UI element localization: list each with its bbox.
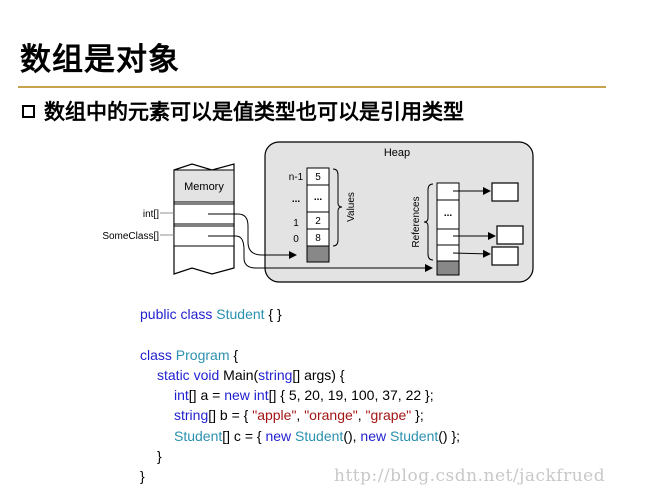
code-text: [] b = { <box>208 407 253 424</box>
references-brace <box>423 183 434 261</box>
code-text: , <box>357 407 366 424</box>
watermark: http://blog.csdn.net/jackfrued <box>334 466 606 486</box>
code-text: { } <box>264 306 282 322</box>
index-0: 0 <box>293 234 299 245</box>
code-keyword: int <box>174 387 189 404</box>
code-line: public class Student { } <box>140 304 460 324</box>
code-text: [] c = { <box>222 427 266 444</box>
code-text: [] a = <box>188 387 225 404</box>
code-line: } <box>140 446 460 466</box>
bullet-text: 数组中的元素可以是值类型也可以是引用类型 <box>44 100 464 124</box>
ref-cell-mid <box>436 228 460 246</box>
code-keyword: new <box>265 427 292 444</box>
bullet-square-icon <box>22 105 35 118</box>
code-keyword: string <box>258 366 293 383</box>
index-1: 1 <box>293 218 299 229</box>
code-line: } <box>140 466 460 486</box>
ref-arrow-3 <box>452 249 491 258</box>
code-keyword: class <box>180 306 213 322</box>
code-type: Student <box>216 306 265 322</box>
value-cell-header <box>306 245 330 263</box>
code-string: "grape" <box>365 407 412 424</box>
value-cell-top-text: 5 <box>315 172 321 183</box>
code-text: } <box>140 468 145 485</box>
code-keyword: new <box>360 427 387 444</box>
code-line: string[] b = { "apple", "orange", "grape… <box>140 405 460 425</box>
values-label: Values <box>346 192 357 222</box>
code-type: Student <box>295 427 344 444</box>
code-keyword: new <box>224 387 250 404</box>
int-array-label: int[] <box>143 209 159 220</box>
value-cell-dots-text: ... <box>314 192 323 203</box>
heap-region <box>264 141 534 283</box>
ref-cell-dots-text: ... <box>444 208 453 219</box>
value-cell-bottom-text: 8 <box>315 233 321 244</box>
code-keyword: void <box>193 366 220 383</box>
ref-cell-header <box>436 260 460 276</box>
code-keyword: public <box>140 306 177 322</box>
ref-object-1 <box>491 182 519 202</box>
ref-object-2 <box>496 225 524 245</box>
int-pointer-arrow <box>208 213 297 259</box>
code-text: (), <box>343 427 361 444</box>
code-text: [] { 5, 20, 19, 100, 37, 22 }; <box>268 387 434 404</box>
code-string: "apple" <box>252 407 297 424</box>
code-block: public class Student { } class Program {… <box>140 304 460 487</box>
index-n1: n-1 <box>289 172 304 183</box>
ref-object-3 <box>491 246 519 266</box>
memory-label: Memory <box>184 181 224 193</box>
someclass-array-label: SomeClass[] <box>102 231 159 242</box>
code-keyword: static <box>157 366 190 383</box>
code-text: }; <box>411 407 424 424</box>
code-text: [] args) { <box>292 366 345 383</box>
code-line: Student[] c = { new Student(), new Stude… <box>140 426 460 446</box>
value-cell-mid-text: 2 <box>315 216 321 227</box>
code-text: , <box>296 407 305 424</box>
code-type: Program <box>175 346 230 363</box>
code-line: static void Main(string[] args) { <box>140 365 460 385</box>
title-divider <box>18 86 606 88</box>
code-string: "orange" <box>304 407 358 424</box>
code-keyword: class <box>140 346 172 363</box>
code-line: class Program { <box>140 345 460 365</box>
memory-header <box>173 169 235 203</box>
index-dots: ... <box>292 194 301 205</box>
values-brace <box>332 168 343 247</box>
someclass-pointer-arrow <box>208 235 433 272</box>
code-blank-line <box>140 324 460 344</box>
code-keyword: string <box>174 407 209 424</box>
code-type: Student <box>390 427 439 444</box>
heap-label: Heap <box>384 147 410 159</box>
slide-title: 数组是对象 <box>20 42 180 78</box>
code-text: } <box>157 448 162 465</box>
code-keyword: int <box>253 387 269 404</box>
code-line: int[] a = new int[] { 5, 20, 19, 100, 37… <box>140 385 460 405</box>
code-text: Main( <box>219 366 259 383</box>
references-label: References <box>411 196 422 247</box>
code-text: { <box>229 346 239 363</box>
code-type: Student <box>174 427 223 444</box>
memory-heap-diagram: Heap Memory int[] SomeClass[] 5 ... 2 8 … <box>102 141 534 283</box>
code-text: () }; <box>438 427 461 444</box>
